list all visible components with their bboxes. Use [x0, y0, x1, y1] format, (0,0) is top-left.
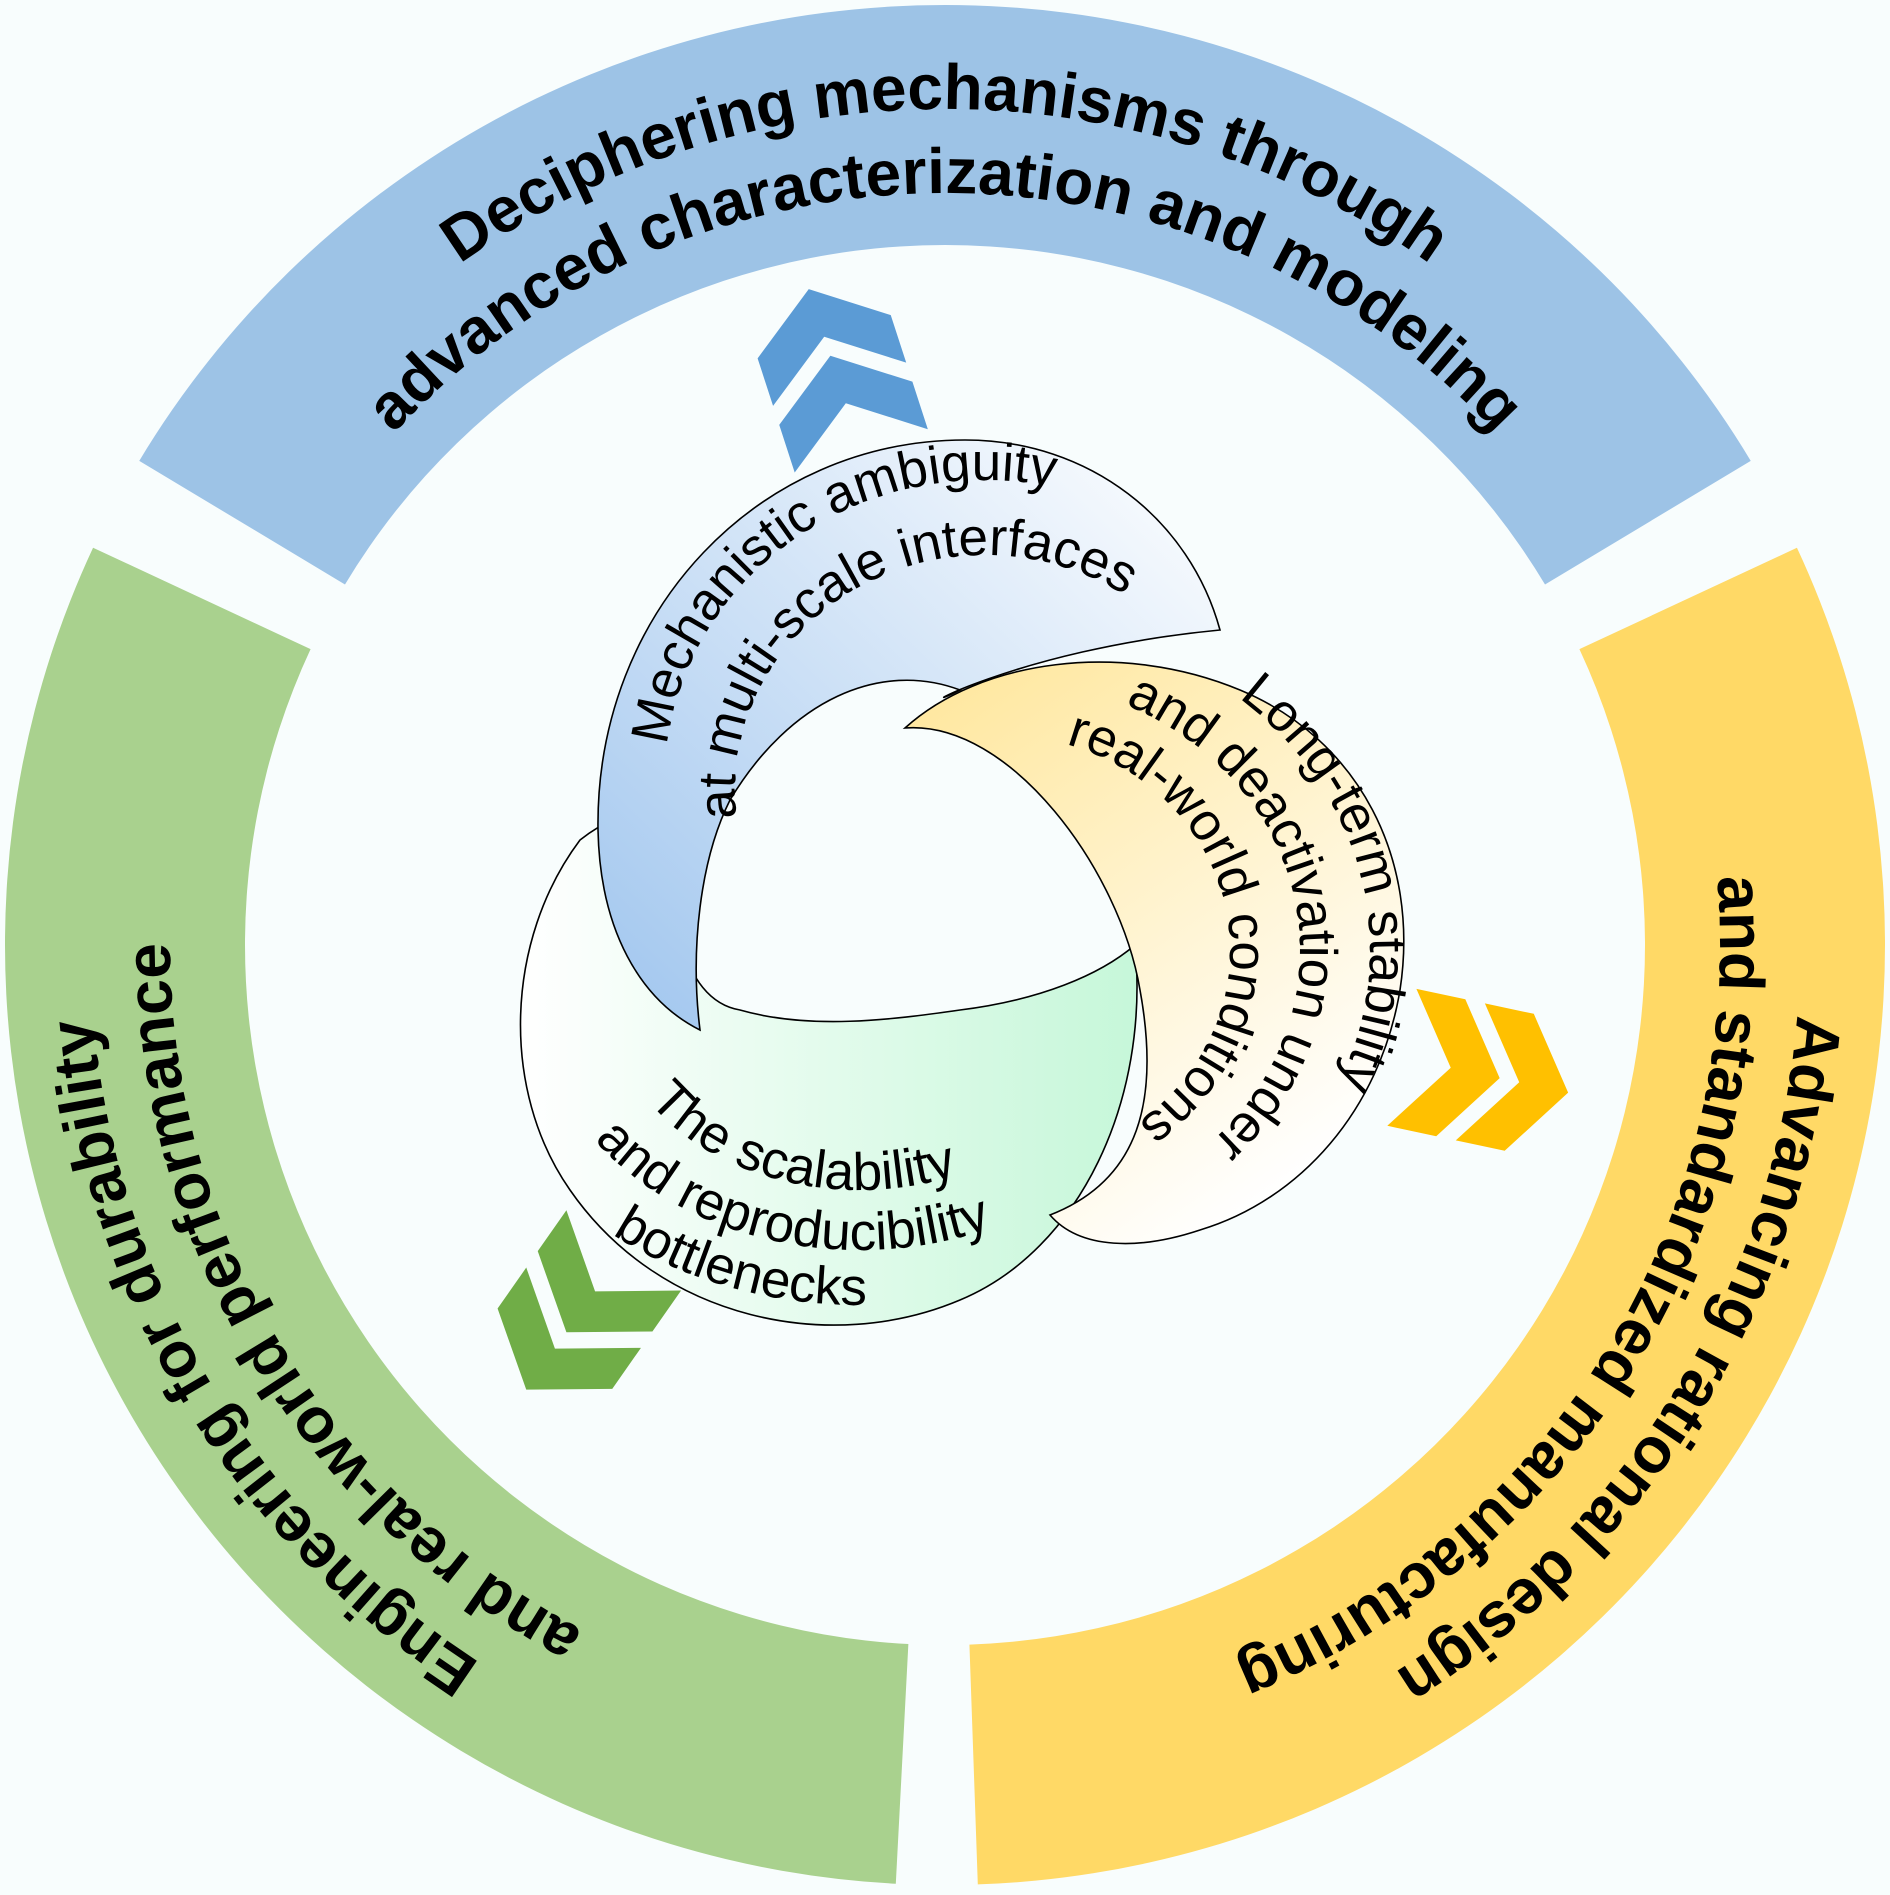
- double-chevron-down-left-icon: [497, 1210, 682, 1390]
- blue-chevron-1: [779, 355, 928, 473]
- green-chevron-1: [537, 1210, 682, 1333]
- outer-segment-blue: [139, 4, 1751, 585]
- yellow-chevron-1: [1387, 988, 1500, 1137]
- outer-segment-green: [4, 547, 909, 1884]
- double-chevron-up-icon: [757, 289, 928, 473]
- double-chevron-right-icon: [1387, 988, 1569, 1151]
- green-chevron-2: [497, 1267, 641, 1390]
- inner-ribbon-blue: [597, 439, 1222, 1032]
- inner-ribbons: Mechanistic ambiguity at multi-scale int…: [519, 433, 1417, 1326]
- yellow-chevron-2: [1455, 1003, 1569, 1151]
- outer-segment-yellow: [969, 547, 1886, 1885]
- blue-chevron-2: [757, 289, 907, 406]
- inner-ribbon-yellow: [902, 661, 1405, 1245]
